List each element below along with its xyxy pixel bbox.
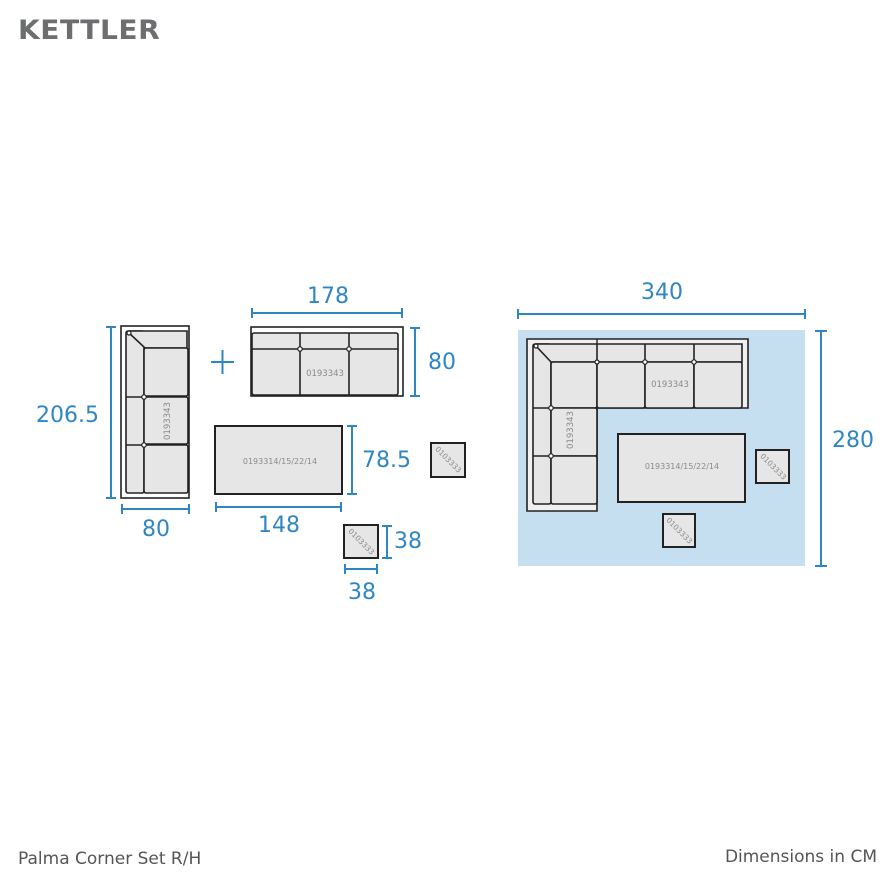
corner-sofa: 0193343 0193343 xyxy=(526,338,749,512)
layout-width-dimension-line xyxy=(517,309,806,319)
side-table-right: 0103333 xyxy=(430,442,466,478)
table-width-dimension-line xyxy=(215,502,342,512)
chaise-module: 0193343 xyxy=(120,325,190,499)
table-width-label: 148 xyxy=(258,513,300,538)
sofa-width-label: 178 xyxy=(307,284,349,309)
chaise-width-label: 80 xyxy=(142,517,170,542)
chaise-code: 0193343 xyxy=(163,402,173,440)
table-depth-dimension-line xyxy=(347,425,357,495)
side-table-width-dimension-line xyxy=(344,564,378,574)
layout-width-label: 340 xyxy=(641,280,683,305)
side-table-width-label: 38 xyxy=(348,580,376,605)
layout-depth-dimension-line xyxy=(815,330,827,567)
side-table-depth-label: 38 xyxy=(394,529,422,554)
layout-side-table-right: 0103333 xyxy=(755,449,790,484)
kettler-logo: KETTLER xyxy=(18,15,161,46)
side-table-bottom: 0103333 xyxy=(343,524,379,559)
svg-text:0193314/15/22/14: 0193314/15/22/14 xyxy=(645,462,719,471)
coffee-table: 0193314/15/22/14 xyxy=(214,425,343,495)
chaise-width-dimension-line xyxy=(121,504,190,514)
chaise-length-dimension-line xyxy=(106,326,116,499)
layout-chaise-code: 0193343 xyxy=(566,411,576,449)
table-code: 0193314/15/22/14 xyxy=(243,457,317,466)
table-depth-label: 78.5 xyxy=(362,448,411,473)
layout-side-table-bottom: 0103333 xyxy=(662,513,696,548)
layout-sofa-code: 0193343 xyxy=(651,380,689,390)
units-note: Dimensions in CM xyxy=(724,847,877,867)
layout-coffee-table: 0193314/15/22/14 xyxy=(617,433,746,503)
sofa-width-dimension-line xyxy=(251,308,403,318)
three-seater-module: 0193343 xyxy=(250,326,404,397)
sofa-depth-label: 80 xyxy=(428,350,456,375)
product-name: Palma Corner Set R/H xyxy=(18,849,202,869)
plus-symbol xyxy=(211,350,234,374)
sofa-depth-dimension-line xyxy=(410,327,420,397)
sofa-code: 0193343 xyxy=(306,369,344,379)
layout-depth-label: 280 xyxy=(832,428,874,453)
side-table-depth-dimension-line xyxy=(382,525,392,559)
chaise-length-label: 206.5 xyxy=(36,403,99,428)
